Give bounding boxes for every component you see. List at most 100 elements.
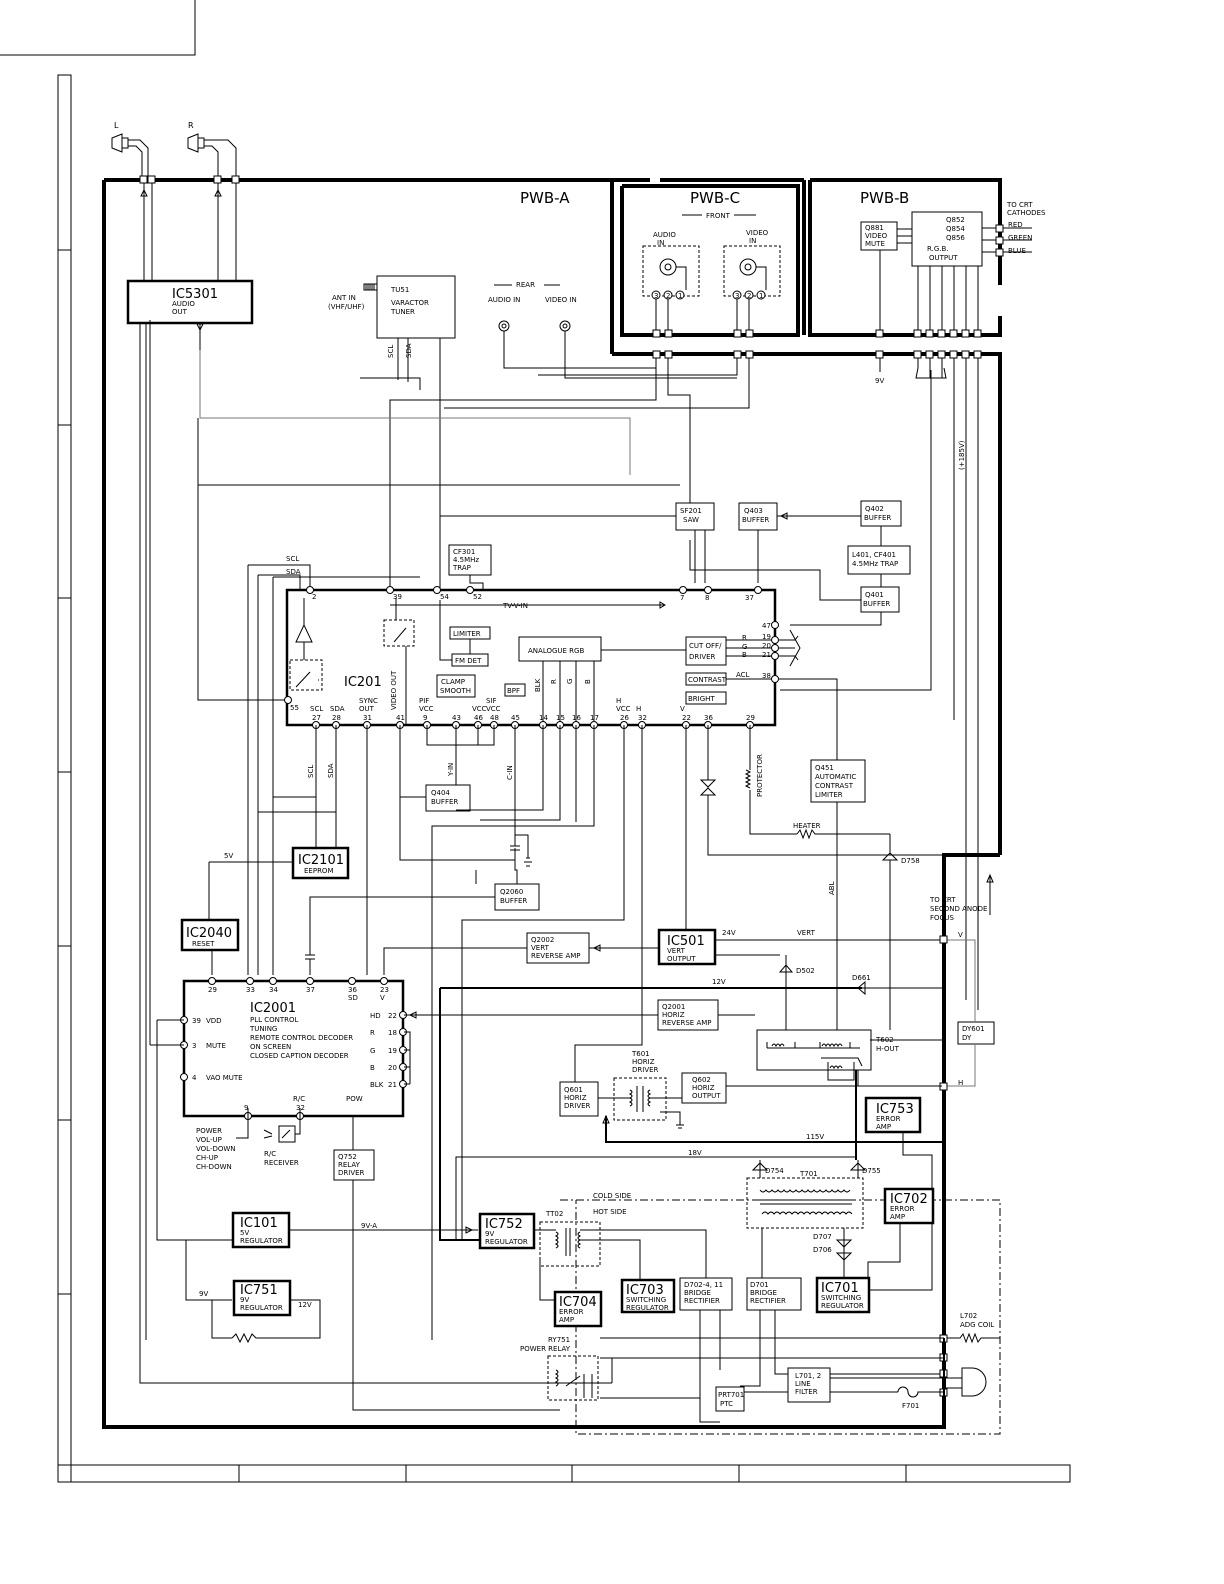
d701-l1: D701 xyxy=(750,1281,769,1289)
rear-audio-label: AUDIO IN xyxy=(488,296,520,304)
d706-label: D706 xyxy=(813,1246,832,1254)
ic2001-right-pin-label: B xyxy=(370,1064,375,1072)
v9a-label: 9V-A xyxy=(361,1222,377,1230)
ic201-sda-wire-label: SDA xyxy=(327,763,335,778)
ic201-bottom-pin-number: 31 xyxy=(363,714,372,722)
ic2001-top-pin-number: 37 xyxy=(306,986,315,994)
front-audio-pin-2: 2 xyxy=(666,292,670,300)
sf201-block xyxy=(675,502,715,531)
ic501-l2: OUTPUT xyxy=(667,955,696,963)
ic201-bottom-pin-number: 14 xyxy=(539,714,548,722)
rear-video-jack-icon xyxy=(559,320,571,332)
cf301-l3: TRAP xyxy=(452,564,471,572)
ic2001-top-pin-number: 34 xyxy=(269,986,278,994)
ic2101-l1: EEPROM xyxy=(304,867,333,875)
q402-block xyxy=(860,500,902,527)
ic201-pin-7: 7 xyxy=(680,594,684,602)
ic2001-right-pin-number: 22 xyxy=(388,1012,397,1020)
ic751-l1: 9V xyxy=(240,1296,249,1304)
ic2001-top-pin xyxy=(246,977,254,985)
d702-l2: BRIDGE xyxy=(684,1289,711,1297)
tu51-block xyxy=(376,275,456,339)
ic201-bottom-pin-label: OUT xyxy=(359,705,375,713)
front-audio-pin-3: 3 xyxy=(654,292,658,300)
ic2001-top-pin xyxy=(269,977,277,985)
ic201-bottom-pin-label: SYNC xyxy=(359,697,378,705)
ic702-l1: ERROR xyxy=(890,1205,915,1213)
ic201-video-out: VIDEO OUT xyxy=(390,670,398,710)
l401-block xyxy=(847,545,911,575)
ic751-name: IC751 xyxy=(240,1283,278,1298)
q2001-l1: Q2001 xyxy=(662,1003,685,1011)
d758-label: D758 xyxy=(901,857,920,865)
ic201-bottom-pin-number: 15 xyxy=(556,714,565,722)
q601-l3: DRIVER xyxy=(564,1102,591,1110)
ic2101-block xyxy=(291,846,350,880)
speaker-left-icon xyxy=(111,133,149,180)
ic201-bottom-pin-number: 28 xyxy=(332,714,341,722)
ic201-contrast-label: CONTRAST xyxy=(688,676,727,684)
d702-l3: RECTIFIER xyxy=(684,1297,720,1305)
dy601-l1: DY601 xyxy=(962,1025,985,1033)
ic201-bottom-pin-number: 41 xyxy=(396,714,405,722)
ic2001-top-pin-label: SD xyxy=(348,994,358,1002)
crt-anode-l2: SECOND ANODE xyxy=(930,905,987,913)
cf301-block xyxy=(448,544,492,576)
sf201-l1: SF201 xyxy=(680,507,702,515)
q881-l1: Q881 xyxy=(865,224,884,232)
ic201-pin-55: 55 xyxy=(290,704,299,712)
ic2001-top-pin-number: 33 xyxy=(246,986,255,994)
ic2001-top-pin xyxy=(380,977,388,985)
ic201-pin-37: 37 xyxy=(745,594,754,602)
y-in-label: Y-IN xyxy=(447,763,455,777)
ic753-block xyxy=(864,1096,922,1134)
ic201-bright xyxy=(685,691,727,705)
ic201-bottom-pin-label: SDA xyxy=(330,705,345,713)
l701-block xyxy=(787,1367,831,1403)
ic752-name: IC752 xyxy=(485,1217,523,1232)
ic201-bottom-pin-label: SIF xyxy=(486,697,497,705)
ic2040-name: IC2040 xyxy=(186,926,232,941)
q2002-l1: Q2002 xyxy=(531,936,554,944)
ic704-l2: AMP xyxy=(559,1316,574,1324)
ic201-pin-52: 52 xyxy=(473,593,482,601)
ic2001-top-pin-label: V xyxy=(380,994,385,1002)
ic201-pin-21: 21 xyxy=(762,651,771,659)
q852-l3: Q856 xyxy=(946,234,965,242)
q402-l1: Q402 xyxy=(865,505,884,513)
ic501-block xyxy=(657,928,717,966)
ic201-bottom-pin-number: 48 xyxy=(490,714,499,722)
t602-l2: H-OUT xyxy=(876,1045,900,1053)
q881-l2: VIDEO xyxy=(865,232,888,240)
vert-label: VERT xyxy=(797,929,816,937)
l701-l3: FILTER xyxy=(795,1388,818,1396)
ic5301-block xyxy=(126,279,254,325)
ic2001-left-pin xyxy=(180,1073,188,1081)
dy601-block xyxy=(957,1021,995,1045)
ic2001-top-pin xyxy=(208,977,216,985)
eeprom-5v-label: 5V xyxy=(224,852,233,860)
ic201-inner-r: R xyxy=(550,679,558,684)
front-audio-jack-icon xyxy=(659,258,677,276)
ic702-name: IC702 xyxy=(890,1192,928,1207)
ic2001-right-pin-number: 21 xyxy=(388,1081,397,1089)
ic2001-desc-4: CLOSED CAPTION DECODER xyxy=(250,1052,349,1060)
ic101-l1: 5V xyxy=(240,1229,249,1237)
crt-cathodes-l2: CATHODES xyxy=(1007,209,1046,217)
ic101-block xyxy=(231,1211,291,1249)
ic2001-left-pin-number: 4 xyxy=(192,1074,197,1082)
cf301-l1: CF301 xyxy=(453,548,475,556)
ic201-bottom-pin-number: 9 xyxy=(423,714,427,722)
ic201-bottom-pin-label: VCC xyxy=(419,705,434,713)
d701-l3: RECTIFIER xyxy=(750,1297,786,1305)
q2001-l3: REVERSE AMP xyxy=(662,1019,712,1027)
q404-block xyxy=(425,784,471,812)
front-audio-l2: IN xyxy=(657,239,664,247)
ic201-fm-det-label: FM DET xyxy=(455,657,482,665)
t601-l3: DRIVER xyxy=(632,1066,659,1074)
ic201-scl-wire-label: SCL xyxy=(307,765,315,778)
ic2001-block xyxy=(182,979,405,1118)
ac-plug-icon xyxy=(944,1367,987,1397)
ic201-bottom-pin-number: 27 xyxy=(312,714,321,722)
